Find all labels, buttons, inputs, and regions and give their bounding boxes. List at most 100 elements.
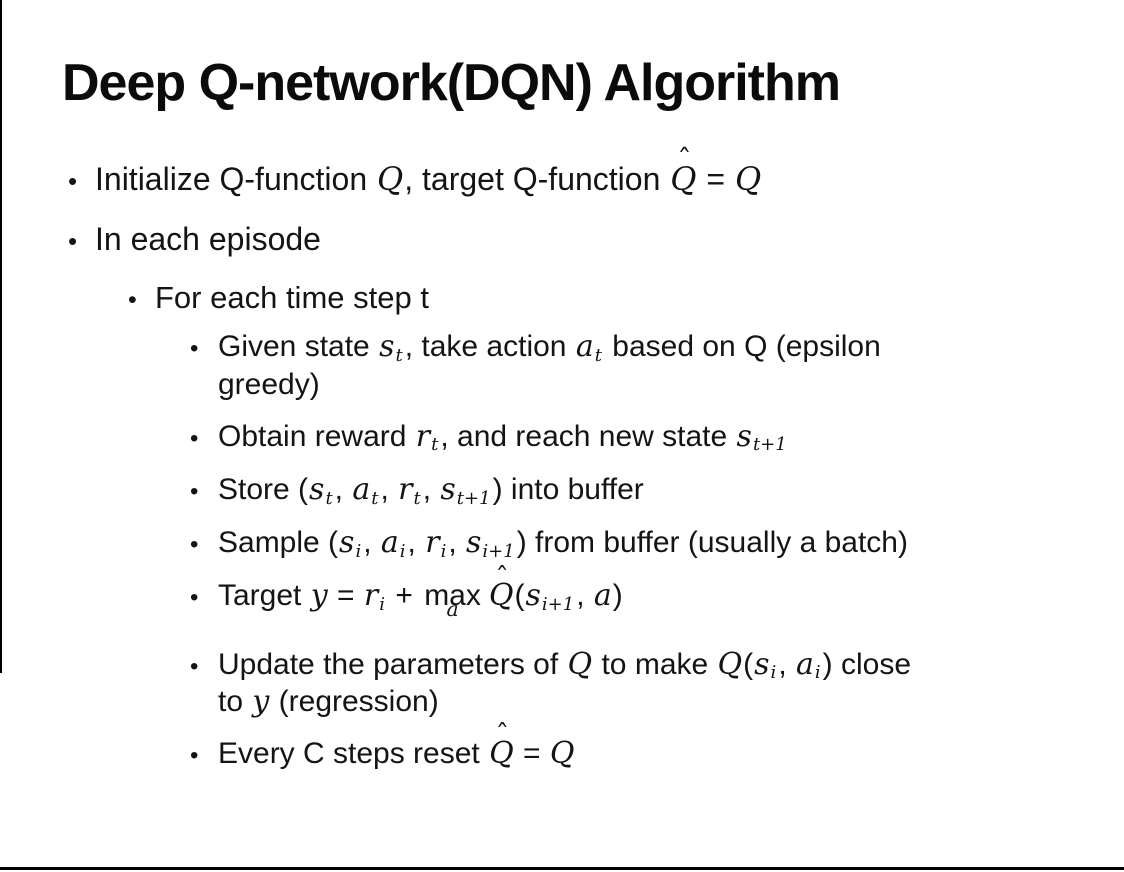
bullet-marker: •	[190, 424, 199, 452]
text-run: , take action	[404, 330, 575, 364]
text-run: )	[612, 579, 623, 613]
variable-letter: a	[795, 646, 814, 682]
text-run: ,	[380, 472, 398, 506]
math-variable: si+1	[466, 525, 516, 562]
text-run: ,	[576, 579, 593, 613]
variable-subscript: t	[371, 487, 379, 509]
bullet-content: Given state st, take action at based on …	[218, 329, 881, 402]
bullet-item: •Initialize Q-function Q, target Q-funct…	[0, 146, 1124, 199]
math-variable: st	[309, 472, 334, 509]
text-run: ,	[778, 647, 795, 681]
text-run: Initialize Q-function	[95, 161, 377, 198]
variable-letter: Q	[717, 646, 743, 682]
bullet-marker: •	[190, 335, 199, 363]
bullet-item: • Store (st, at, rt, st+1) into buffer	[0, 472, 1124, 509]
variable-letter: s	[525, 578, 541, 614]
math-variable: si	[339, 525, 362, 562]
math-variable: at	[576, 329, 603, 366]
variable-letter: Q	[489, 735, 514, 771]
variable-letter: Q	[670, 160, 697, 199]
math-variable: ai	[381, 525, 407, 562]
variable-subscript: i	[814, 662, 821, 684]
variable-letter: a	[352, 471, 371, 507]
bullet-marker: •	[190, 741, 199, 769]
text-run: based on Q (epsilon	[603, 330, 881, 364]
math-variable: at	[352, 472, 379, 509]
text-run: (	[743, 647, 754, 681]
text-run: , and reach new state	[440, 419, 736, 453]
math-variable: rt	[398, 472, 422, 509]
bullet-marker: •	[190, 652, 199, 680]
math-variable: si+1	[525, 578, 575, 615]
text-run: Every C steps reset	[218, 736, 489, 770]
text-run: Sample (	[218, 526, 339, 560]
bullet-item: •Sample (si, ai, ri, si+1) from buffer (…	[0, 525, 1124, 562]
text-run: ) from buffer (usually a batch)	[516, 526, 908, 560]
bullet-content: In each episode	[95, 220, 321, 258]
variable-subscript: t+1	[456, 487, 491, 509]
variable-letter: y	[252, 683, 270, 719]
hat-accent: ˆ	[495, 720, 510, 752]
variable-letter: s	[440, 471, 456, 507]
variable-subscript: t	[594, 345, 602, 367]
variable-letter: r	[415, 418, 431, 454]
text-run: ,	[448, 526, 465, 560]
variable-letter: Q	[488, 578, 514, 614]
variable-letter: s	[736, 418, 752, 454]
bullet-content: Initialize Q-function Q, target Q-functi…	[95, 146, 762, 199]
operator-name: max	[424, 579, 481, 613]
variable-subscript: i	[399, 540, 406, 562]
math-variable: rt	[416, 419, 440, 456]
text-run: , target Q-function	[404, 161, 670, 198]
bullet-marker: •	[68, 225, 78, 256]
text-run: +	[386, 579, 422, 613]
math-variable: ai	[796, 647, 822, 684]
slide-bottom-border	[0, 867, 1124, 870]
variable-letter: s	[309, 471, 325, 507]
bullet-item: • For each time step t	[0, 279, 1124, 316]
text-run: Target	[218, 579, 310, 613]
text-run: In each episode	[95, 220, 321, 257]
bullet-content: Update the parameters of Q to make Q(si,…	[218, 647, 911, 720]
variable-subscript: t	[413, 487, 421, 509]
text-run: (regression)	[270, 684, 439, 718]
variable-letter: a	[380, 525, 399, 561]
math-variable: si	[754, 647, 777, 684]
math-variable: Q	[718, 647, 743, 683]
variable-letter: r	[398, 471, 413, 507]
text-run: (	[514, 579, 525, 613]
math-variable: a	[594, 578, 612, 614]
variable-subscript: i	[379, 594, 385, 616]
math-variable: st	[379, 329, 404, 366]
variable-letter: a	[593, 578, 612, 614]
math-variable: Q	[568, 647, 593, 683]
hat-accent: ˆ	[677, 143, 692, 177]
variable-subscript: i+1	[482, 540, 515, 562]
text-run: =	[328, 579, 363, 613]
text-run: ,	[334, 472, 352, 506]
bullet-marker: •	[128, 286, 137, 315]
variable-letter: Q	[549, 735, 575, 771]
text-run: For each time step t	[155, 280, 429, 316]
slide-left-border	[0, 0, 2, 673]
bullet-item: • Update the parameters of Q to make Q(si…	[0, 647, 1124, 720]
math-variable: ri	[425, 525, 447, 562]
text-run: Given state	[218, 330, 379, 364]
bullet-content: Store (st, at, rt, st+1) into buffer	[218, 472, 644, 509]
bullet-content: Sample (si, ai, ri, si+1) from buffer (u…	[218, 525, 908, 562]
text-run: ) close	[822, 647, 911, 681]
variable-letter: s	[466, 525, 482, 561]
bullet-marker: •	[190, 477, 199, 505]
bullet-item: • In each episode	[0, 220, 1124, 258]
text-run: ) into buffer	[492, 472, 644, 506]
math-variable: y	[252, 684, 269, 720]
text-run: Obtain reward	[218, 419, 415, 453]
text-run: ,	[363, 526, 380, 560]
